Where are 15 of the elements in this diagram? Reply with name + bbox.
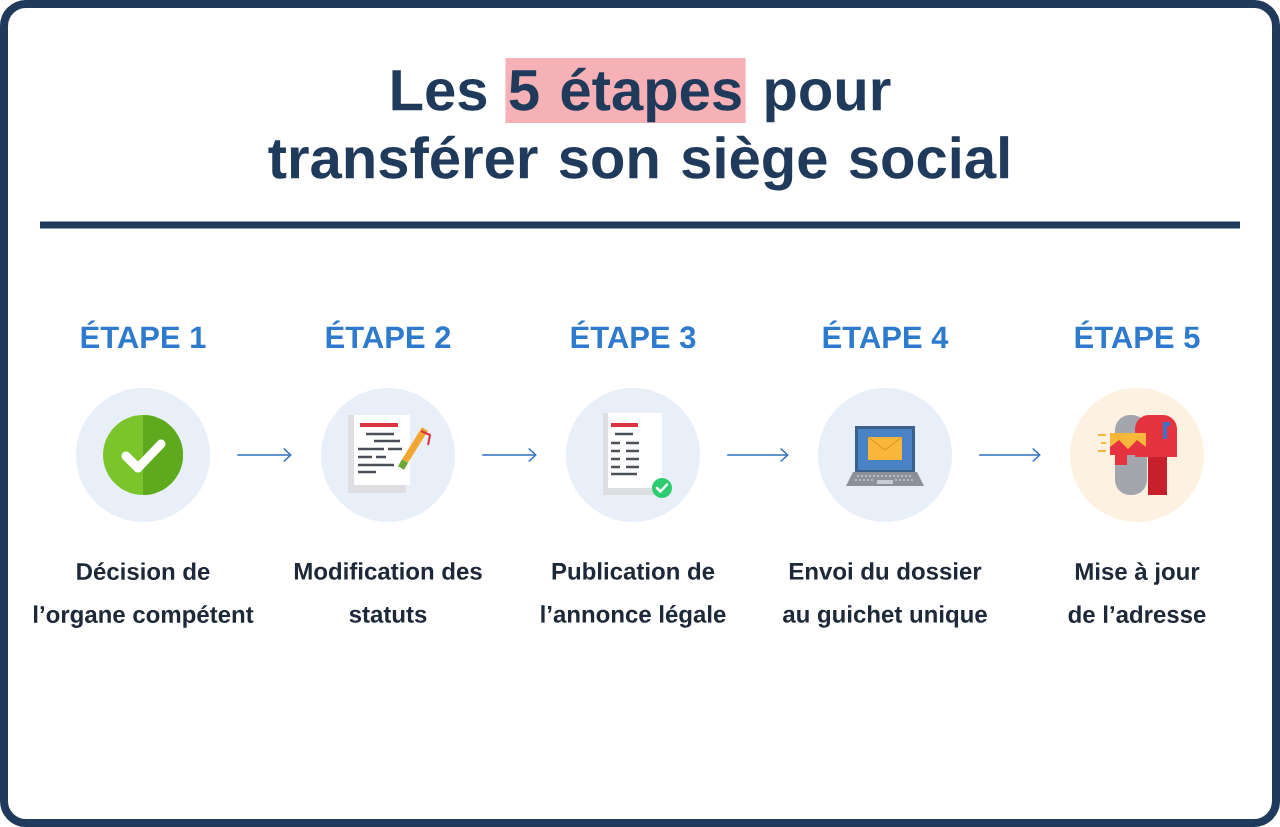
step-heading: ÉTAPE 4 xyxy=(823,320,949,348)
step-description: Modification des statuts xyxy=(294,562,482,623)
step-description: Décision de l’organe compétent xyxy=(34,562,254,628)
title: Les 5 étapes pour transférer son siège social xyxy=(268,58,1009,191)
arrow xyxy=(481,447,537,463)
step-heading: ÉTAPE 5 xyxy=(1075,320,1200,349)
arrow xyxy=(978,447,1041,463)
step-heading: ÉTAPE 2 xyxy=(326,320,451,348)
arrow xyxy=(236,447,292,463)
arrow xyxy=(726,447,789,463)
step-description: Mise à jour de l’adresse xyxy=(1068,562,1206,624)
step-heading: ÉTAPE 3 xyxy=(571,320,696,349)
step-description: Publication de l’annonce légale xyxy=(541,562,726,628)
step-description: Envoi du dossier au guichet unique xyxy=(783,562,987,628)
step-heading: ÉTAPE 1 xyxy=(81,320,206,348)
